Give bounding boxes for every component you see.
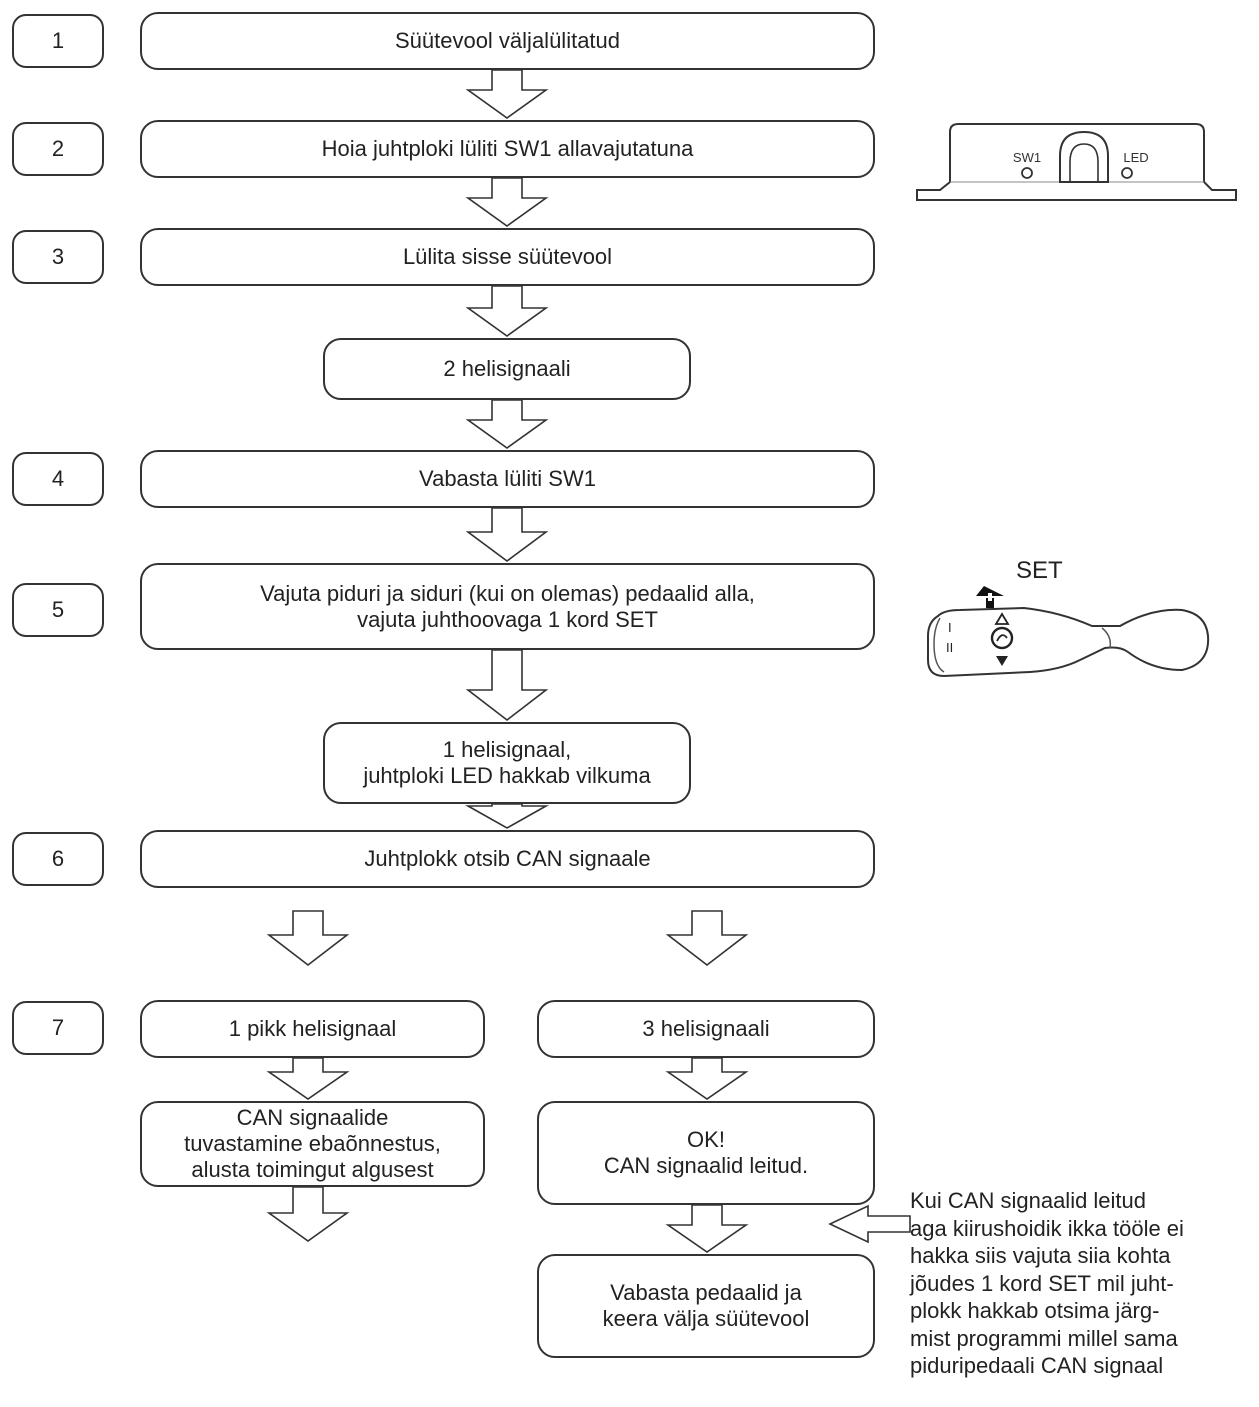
down-arrow bbox=[465, 69, 549, 119]
down-arrow bbox=[665, 910, 749, 967]
down-arrow bbox=[464, 803, 550, 829]
step-number-5: 5 bbox=[12, 583, 104, 637]
step-number-2: 2 bbox=[12, 122, 104, 176]
step-1-box: Süütevool väljalülitatud bbox=[140, 12, 875, 70]
side-note: Kui CAN signaalid leitud aga kiirushoidi… bbox=[910, 1188, 1184, 1378]
long-beep-box: 1 pikk helisignaal bbox=[140, 1000, 485, 1058]
step-5-box: Vajuta piduri ja siduri (kui on olemas) … bbox=[140, 563, 875, 650]
control-unit-illustration: SW1 LED bbox=[916, 123, 1237, 201]
step-number-4: 4 bbox=[12, 452, 104, 506]
set-label: SET bbox=[1016, 557, 1063, 584]
down-arrow bbox=[465, 177, 549, 227]
step-4-box: Vabasta lüliti SW1 bbox=[140, 450, 875, 508]
step-6-box: Juhtplokk otsib CAN signaale bbox=[140, 830, 875, 888]
stalk-position-2: II bbox=[946, 640, 953, 655]
down-arrow bbox=[266, 1186, 350, 1242]
fail-box: CAN signaalide tuvastamine ebaõnnestus, … bbox=[140, 1101, 485, 1187]
cruise-stalk-illustration: SET I II bbox=[927, 557, 1210, 678]
led-label: LED bbox=[1123, 150, 1148, 165]
step-number-1: 1 bbox=[12, 14, 104, 68]
success-box: OK! CAN signaalid leitud. bbox=[537, 1101, 875, 1205]
down-arrow bbox=[665, 1057, 749, 1100]
final-step-box: Vabasta pedaalid ja keera välja süütevoo… bbox=[537, 1254, 875, 1358]
step-2-box: Hoia juhtploki lüliti SW1 allavajutatuna bbox=[140, 120, 875, 178]
step-3-box: Lülita sisse süütevool bbox=[140, 228, 875, 286]
down-arrow bbox=[266, 1057, 350, 1100]
down-arrow bbox=[465, 399, 549, 449]
left-arrow bbox=[828, 1204, 911, 1244]
down-arrow bbox=[465, 649, 549, 722]
beep-3-box: 3 helisignaali bbox=[537, 1000, 875, 1058]
beep-2-box: 2 helisignaali bbox=[323, 338, 691, 400]
down-arrow bbox=[465, 285, 549, 337]
step-number-6: 6 bbox=[12, 832, 104, 886]
down-arrow bbox=[665, 1204, 749, 1253]
step-number-7: 7 bbox=[12, 1001, 104, 1055]
stalk-position-1: I bbox=[948, 620, 952, 635]
beep-1-led-box: 1 helisignaal, juhtploki LED hakkab vilk… bbox=[323, 722, 691, 804]
down-arrow bbox=[465, 507, 549, 562]
sw1-label: SW1 bbox=[1013, 150, 1041, 165]
down-arrow bbox=[266, 910, 350, 967]
step-number-3: 3 bbox=[12, 230, 104, 284]
